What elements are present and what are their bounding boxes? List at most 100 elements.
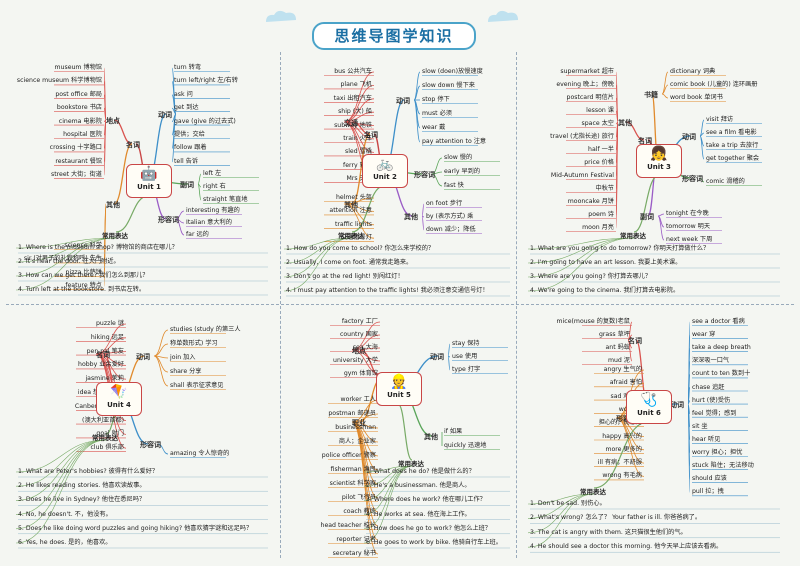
- vocab-item: tomorrow 明天: [666, 223, 711, 230]
- vocab-item: stuck 陷住；无法移动: [692, 462, 754, 470]
- category-label: 动词: [682, 133, 696, 141]
- vocab-item: far 远的: [186, 231, 209, 238]
- vocab-item: count to ten 数到十: [692, 370, 751, 378]
- vocab-item: helmet 头盔: [335, 194, 372, 201]
- vocab-item: next week 下周: [666, 236, 713, 243]
- vocab-item: more 更多的: [605, 445, 642, 453]
- vocab-item: on foot 步行: [426, 200, 463, 207]
- vocab-item: moon 月亮: [582, 224, 614, 231]
- mind-map-branches: [527, 71, 780, 297]
- expression-sentence: 3. Don't go at the red light! 别闯红灯！: [286, 273, 404, 280]
- vocab-item: travel (尤指长途) 旅行: [550, 133, 614, 140]
- vocab-item: Mid-Autumn Festival: [550, 172, 614, 179]
- category-label: 动词: [396, 97, 410, 105]
- vocab-item: lesson 课: [586, 107, 614, 114]
- vocab-item: poem 诗: [588, 211, 614, 218]
- workers-icon: 👷: [390, 374, 408, 390]
- expression-sentence: 4. He works at sea. 他在海上工作。: [366, 510, 471, 518]
- vocab-item: scientist 科学家: [329, 480, 376, 487]
- category-label: 地点: [352, 347, 366, 355]
- vocab-item: 中秋节: [595, 185, 614, 192]
- children-icon: 👧: [650, 146, 668, 162]
- vocab-item: science museum 科学博物馆: [16, 77, 102, 85]
- category-label: 其他: [618, 119, 632, 127]
- vocab-item: pull 拉；拽: [692, 488, 724, 496]
- vocab-item: wrong 有毛病: [602, 472, 642, 480]
- category-label: 形容词: [158, 216, 179, 224]
- vocab-item: mice(mouse 的复数)老鼠: [556, 318, 630, 325]
- vocab-item: supermarket 超市: [560, 68, 614, 75]
- expressions-label: 常用表达: [580, 488, 606, 496]
- expression-sentence: 4. I must pay attention to the traffic l…: [286, 287, 489, 294]
- expressions-label: 常用表达: [92, 434, 118, 442]
- vocab-item: club 俱乐部: [90, 444, 125, 452]
- vocab-item: comic 滑稽的: [706, 178, 745, 185]
- expression-sentence: 2. I'm going to have an art lesson. 我要上美…: [530, 259, 682, 266]
- vocab-item: head teacher 校长: [320, 522, 376, 529]
- vocab-item: half 一半: [588, 146, 614, 153]
- vocab-item: tonight 在今晚: [666, 210, 709, 217]
- category-label: 动词: [136, 353, 150, 361]
- category-label: 动词: [670, 401, 684, 409]
- vocab-item: university 大学: [333, 357, 378, 364]
- vocab-item: ship (大) 船: [338, 108, 372, 116]
- vocab-item: taxi 出租汽车: [333, 94, 372, 102]
- vocab-item: ferry 轮渡: [343, 161, 372, 169]
- vocab-item: worker 工人: [340, 396, 376, 403]
- vocab-item: hospital 医院: [63, 131, 102, 138]
- vocab-item: slow 慢的: [444, 154, 473, 161]
- vocab-item: ill 有病；不舒服: [597, 459, 642, 467]
- category-label: 副词: [640, 213, 654, 221]
- expressions-label: 常用表达: [620, 232, 646, 240]
- vocab-item: ask 问: [174, 90, 193, 98]
- vocab-item: slow down 慢下来: [422, 82, 475, 89]
- vocab-item: worry 担心；担忧: [692, 449, 743, 456]
- kite-icon: 🪁: [110, 384, 128, 400]
- category-label: 职业: [352, 419, 366, 427]
- unit-center-node: 🤖Unit 1: [126, 164, 172, 198]
- expression-sentence: 2. What's wrong? 怎么了？ Your father is ill…: [530, 514, 702, 522]
- vocab-item: pilot 飞行员: [341, 494, 376, 501]
- vocab-item: goal 射门: [96, 430, 124, 438]
- unit-center-node: 👧Unit 3: [636, 144, 682, 178]
- vocab-item: get together 聚会: [706, 155, 760, 162]
- expression-sentence: 6. Yes, he does. 是的，他喜欢。: [18, 539, 112, 546]
- vocab-item: reporter 记者: [336, 536, 376, 543]
- expression-sentence: 3. How can we get there? 我们怎么到那儿？: [18, 272, 149, 279]
- vocab-item: police officer 警察: [321, 452, 376, 459]
- expressions-label: 常用表达: [102, 232, 128, 240]
- vocab-item: mooncake 月饼: [567, 198, 614, 205]
- vocab-item: coach 教练: [343, 508, 376, 515]
- expression-sentence: 4. No, he doesn't. 不，他没有。: [18, 510, 112, 518]
- mind-map-branches: [284, 71, 510, 297]
- unit-center-node: 👷Unit 5: [376, 372, 422, 406]
- category-label: 名词: [628, 337, 642, 345]
- vocab-item: train 火车: [343, 135, 372, 142]
- vocab-item: angry 生气的: [603, 366, 642, 373]
- vocab-item: 提供；交给: [174, 131, 205, 138]
- vocab-item: plane 飞机: [340, 81, 372, 89]
- category-label: 其他: [424, 433, 438, 441]
- category-label: 形容词: [414, 171, 435, 179]
- vocab-item: chase 追赶: [692, 383, 725, 391]
- expression-sentence: 1. Where is the museum shop? 博物馆的商店在哪儿？: [18, 244, 178, 251]
- vocab-item: country 国家: [339, 331, 378, 338]
- vocab-item: 深深吸一口气: [692, 357, 730, 365]
- expression-sentence: 3. Does he live in Sydney? 他住在悉尼吗？: [18, 496, 146, 504]
- cloud-decoration-icon: [266, 10, 296, 22]
- vocab-item: wear 戴: [422, 124, 446, 131]
- expression-sentence: 4. Turn left at the bookstore. 到书店左转。: [18, 286, 146, 293]
- unit-center-node: 🚲Unit 2: [362, 154, 408, 188]
- vocab-item: turn left/right 左/右转: [174, 77, 238, 85]
- unit-center-node: 🩺Unit 6: [626, 390, 672, 424]
- vocab-item: hobby 业余爱好: [78, 361, 124, 369]
- mind-map-branches: [15, 323, 268, 549]
- vocab-item: feature 特点: [65, 282, 102, 290]
- unit-label: Unit 6: [637, 409, 661, 417]
- expression-sentence: 2. He's a businessman. 他是商人。: [366, 482, 471, 490]
- expression-sentence: 4. He should see a doctor this morning. …: [530, 543, 723, 551]
- vocab-item: get 到达: [174, 104, 199, 112]
